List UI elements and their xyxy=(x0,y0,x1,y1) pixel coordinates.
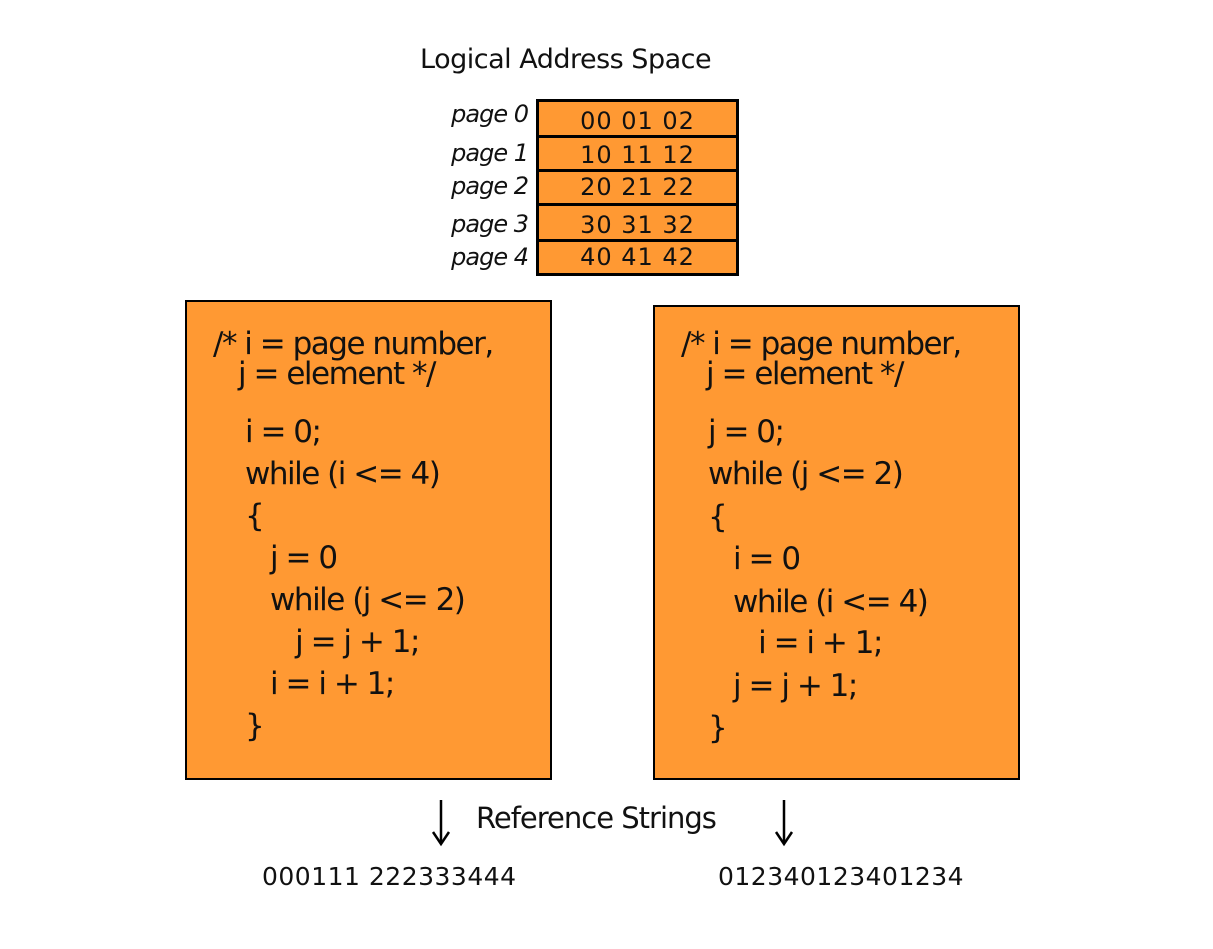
left-code-line-7: while (j <= 2) xyxy=(245,582,466,618)
page-label-4: page 4 xyxy=(451,243,529,271)
right-code-box: /* i = page number, j = element */ j = 0… xyxy=(653,305,1020,780)
page-row-3: 30 31 32 xyxy=(539,206,736,242)
right-code-line-7: while (i <= 4) xyxy=(708,584,929,620)
page-row-0: 00 01 02 xyxy=(539,102,736,138)
right-code-line-5: { xyxy=(708,499,728,535)
left-code-line-4: while (i <= 4) xyxy=(245,456,441,492)
right-code-line-10: } xyxy=(708,710,728,746)
page-row-4: 40 41 42 xyxy=(580,243,695,271)
page-row-2: 20 21 22 xyxy=(539,172,736,206)
left-code-comment-line-1: /* i = page number, xyxy=(213,326,494,362)
right-code-line-8: i = i + 1; xyxy=(708,625,883,661)
page-label-0: page 0 xyxy=(451,100,529,128)
left-code-box: /* i = page number, j = element */ i = 0… xyxy=(185,300,552,780)
right-code-line-6: i = 0 xyxy=(708,541,801,577)
left-code-line-6: j = 0 xyxy=(245,540,338,576)
right-code-line-9: j = j + 1; xyxy=(708,668,858,704)
left-code-line-5: { xyxy=(245,498,265,534)
right-code-comment-line-2: j = element */ xyxy=(681,356,904,392)
right-down-arrow-icon xyxy=(774,800,794,847)
reference-strings-label: Reference Strings xyxy=(476,801,717,835)
left-reference-string: 000111 222333444 xyxy=(262,862,517,891)
left-down-arrow-icon xyxy=(431,800,451,847)
page-label-3: page 3 xyxy=(451,210,529,238)
page-row-1: 10 11 12 xyxy=(539,138,736,172)
right-code-line-3: j = 0; xyxy=(708,414,785,450)
page-label-2: page 2 xyxy=(451,172,529,200)
left-code-line-10: } xyxy=(245,708,265,744)
right-code-line-4: while (j <= 2) xyxy=(708,456,904,492)
page-table: 00 01 02 10 11 12 20 21 22 30 31 32 40 4… xyxy=(536,99,739,276)
left-code-line-9: i = i + 1; xyxy=(245,666,395,702)
page-label-1: page 1 xyxy=(451,139,529,167)
right-code-comment-line-1: /* i = page number, xyxy=(681,326,962,362)
right-reference-string: 012340123401234 xyxy=(718,862,965,891)
left-code-line-8: j = j + 1; xyxy=(245,624,420,660)
left-code-comment-line-2: j = element */ xyxy=(213,356,436,392)
left-code-line-3: i = 0; xyxy=(245,414,322,450)
logical-address-space-title: Logical Address Space xyxy=(420,44,712,75)
